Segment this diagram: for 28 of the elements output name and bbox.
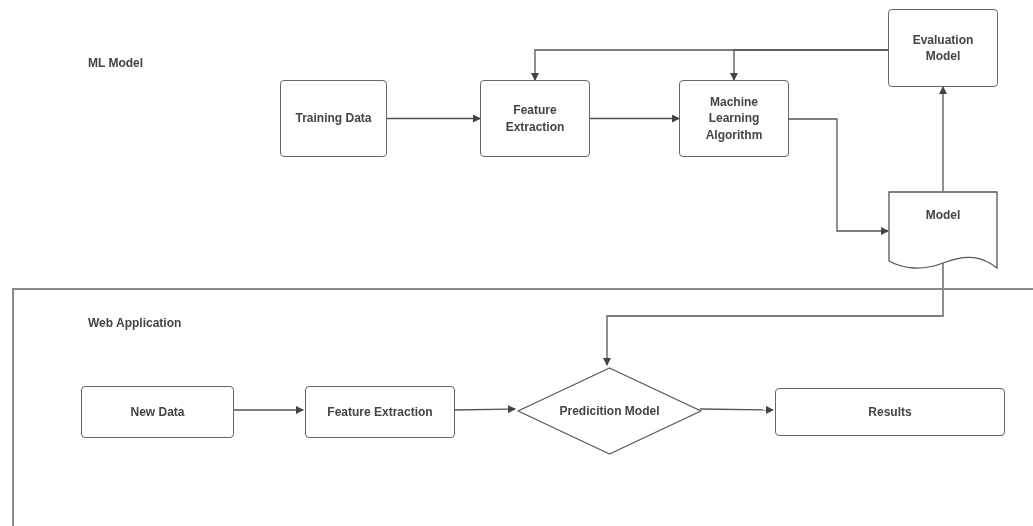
arrow bbox=[386, 114, 481, 123]
node-label: New Data bbox=[130, 403, 185, 421]
process-box bbox=[775, 388, 1005, 436]
arrow bbox=[589, 114, 680, 123]
document-shape bbox=[888, 191, 998, 269]
arrow bbox=[603, 262, 944, 366]
node-label: Feature Extraction bbox=[327, 403, 433, 421]
process-box bbox=[81, 386, 234, 438]
process-box bbox=[679, 80, 789, 157]
process-box bbox=[480, 80, 590, 157]
process-box bbox=[305, 386, 455, 438]
arrow bbox=[939, 86, 947, 192]
node-label: Model bbox=[925, 207, 961, 224]
section-title: ML Model bbox=[88, 55, 144, 72]
arrow bbox=[788, 118, 889, 235]
container-panel bbox=[12, 288, 1033, 526]
node-label: Predicition Model bbox=[559, 402, 660, 420]
node-label: Feature Extraction bbox=[504, 102, 566, 135]
node-label: Evaluation Model bbox=[911, 31, 975, 65]
panel-title: Web Application bbox=[88, 315, 182, 332]
node-label: Training Data bbox=[295, 110, 372, 127]
process-box bbox=[888, 9, 998, 87]
arrow bbox=[699, 405, 774, 414]
arrow bbox=[730, 49, 889, 81]
decision-diamond bbox=[517, 367, 702, 455]
process-box bbox=[280, 80, 387, 157]
node-label: Results bbox=[868, 403, 912, 421]
node-label: Machine Learning Algorithm bbox=[704, 94, 764, 143]
